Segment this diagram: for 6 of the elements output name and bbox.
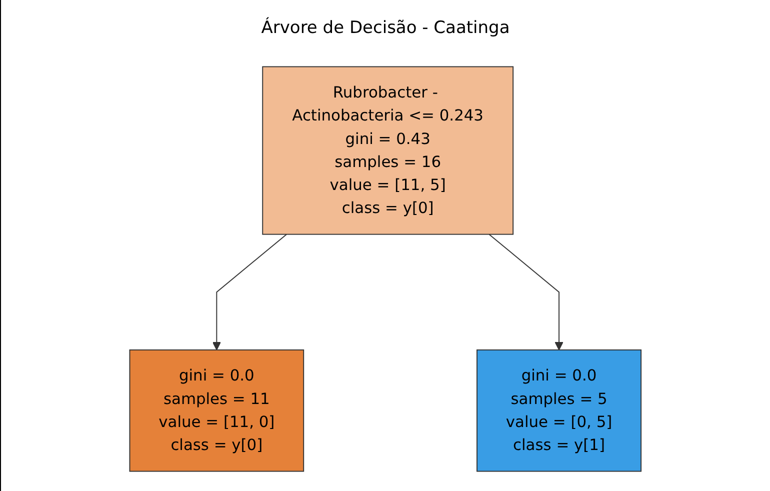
node-box: gini = 0.0 samples = 11 value = [11, 0] class = y[0]: [129, 348, 304, 472]
arrow: [212, 233, 288, 350]
chart-title: Árvore de Decisão - Caatinga: [261, 18, 510, 38]
arrow: [488, 233, 564, 350]
node-box: gini = 0.0 samples = 5 value = [0, 5] class = y[1]: [476, 348, 642, 472]
node-box: Rubrobacter - Actinobacteria <= 0.243 gini = 0.43 samples = 16 value = [11, 5] class = y[0]: [262, 66, 514, 234]
